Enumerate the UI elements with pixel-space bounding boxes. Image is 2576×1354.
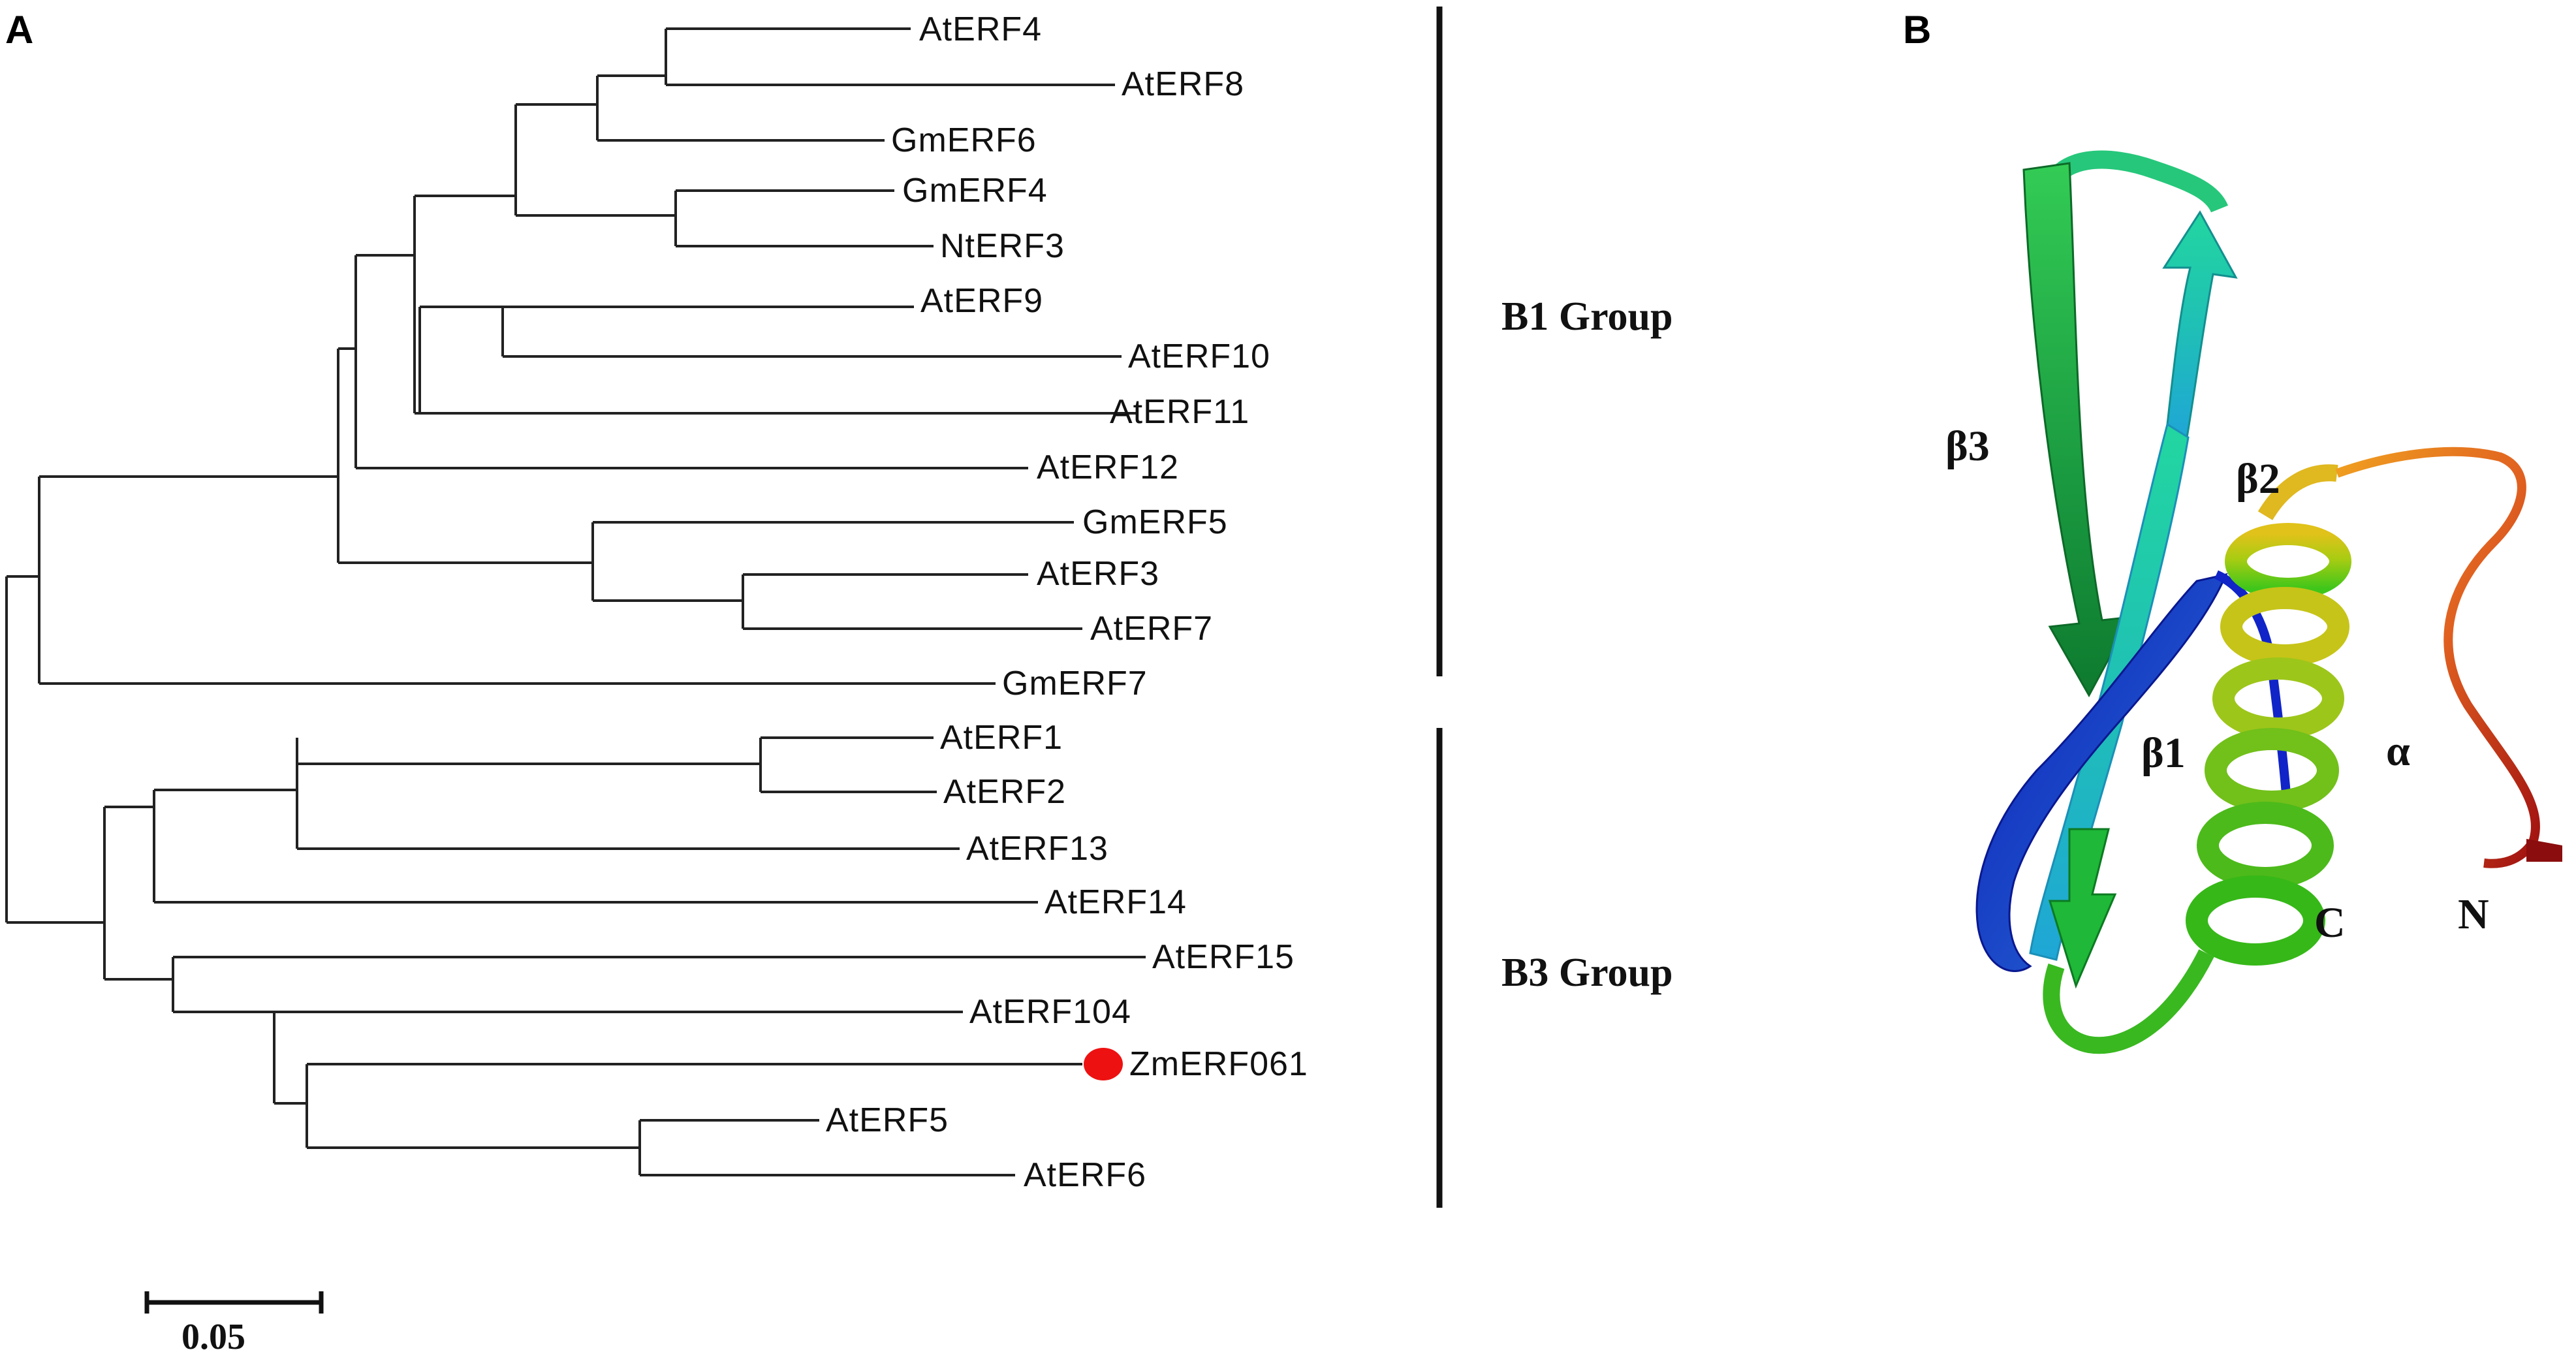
taxon-label: GmERF6 (891, 121, 1037, 159)
tree-branch (354, 254, 1028, 469)
taxon-label: GmERF5 (1082, 503, 1228, 541)
taxon-label: AtERF104 (969, 993, 1131, 1031)
loop-top (2037, 150, 2228, 213)
beta2-label: β2 (2236, 455, 2280, 503)
taxon-label: AtERF15 (1152, 938, 1295, 976)
tree-branch (103, 806, 173, 981)
panel-label-a: A (5, 8, 33, 52)
tree-branch (420, 306, 1122, 358)
scale-bar: 0.05 (144, 1291, 324, 1354)
tree-branch (172, 956, 1146, 1013)
loop-bottom (2043, 949, 2214, 1054)
n-terminus-label: N (2458, 890, 2489, 938)
c-terminus-label: C (2314, 899, 2346, 947)
taxon-label: GmERF7 (1002, 665, 1148, 702)
taxon-label: NtERF3 (940, 227, 1065, 265)
taxon-label: AtERF1 (940, 719, 1063, 757)
taxon-label: AtERF11 (1110, 393, 1249, 431)
taxon-label: AtERF6 (1024, 1156, 1146, 1194)
taxon-label: AtERF5 (826, 1101, 949, 1139)
tree-branch (296, 738, 960, 850)
beta1-strand (1975, 573, 2228, 972)
tree-branch (5, 575, 104, 924)
group-label-b1: B1 Group (1501, 294, 1673, 339)
tree-branch (273, 1011, 963, 1105)
beta1-label: β1 (2141, 729, 2186, 777)
taxon-label: AtERF9 (920, 282, 1043, 320)
taxon-label: AtERF14 (1045, 883, 1187, 921)
taxon-label: AtERF13 (966, 830, 1108, 868)
tree-branch (674, 189, 934, 247)
tree-branch (638, 1119, 1015, 1176)
alpha-label: α (2386, 727, 2410, 775)
tree-branch (38, 475, 996, 685)
tree-branch (665, 27, 1115, 86)
phylogenetic-tree (5, 27, 1146, 1176)
panel-label-b: B (1903, 8, 1931, 52)
taxon-labels: AtERF4 AtERF8 GmERF6 GmERF4 NtERF3 AtERF… (826, 10, 1308, 1194)
tree-branch (596, 74, 885, 142)
tree-branch (591, 521, 1074, 602)
tree-branch (742, 573, 1082, 630)
tree-branch (759, 736, 937, 793)
taxon-label: AtERF2 (943, 773, 1066, 811)
taxon-label: AtERF3 (1037, 555, 1159, 593)
alpha-helix (2186, 464, 2351, 966)
taxon-label: AtERF10 (1128, 338, 1270, 375)
n-terminal-coil (2335, 447, 2540, 868)
taxon-label: AtERF7 (1090, 610, 1213, 648)
beta3-strand (2022, 162, 2133, 698)
taxon-label-highlight: ZmERF061 (1129, 1045, 1308, 1083)
beta3-label: β3 (1945, 422, 1990, 470)
n-terminus-cap (2526, 839, 2562, 862)
tree-branch (413, 195, 1136, 415)
highlight-dot-icon (1084, 1048, 1123, 1080)
tree-branch (337, 347, 593, 564)
taxon-label: AtERF4 (919, 10, 1042, 48)
group-label-b3: B3 Group (1501, 951, 1673, 995)
tree-branch (306, 1063, 1082, 1149)
protein-structure: β3 β2 β1 α C N (1945, 150, 2562, 1054)
taxon-label: AtERF12 (1037, 449, 1179, 486)
tree-branch (420, 103, 676, 217)
tree-branch (153, 789, 1038, 904)
beta-arrow-lower (2048, 828, 2117, 989)
taxon-label: GmERF4 (902, 172, 1048, 210)
beta2-strand (2162, 210, 2238, 439)
taxon-label: AtERF8 (1122, 65, 1244, 103)
scale-bar-label: 0.05 (181, 1317, 245, 1354)
